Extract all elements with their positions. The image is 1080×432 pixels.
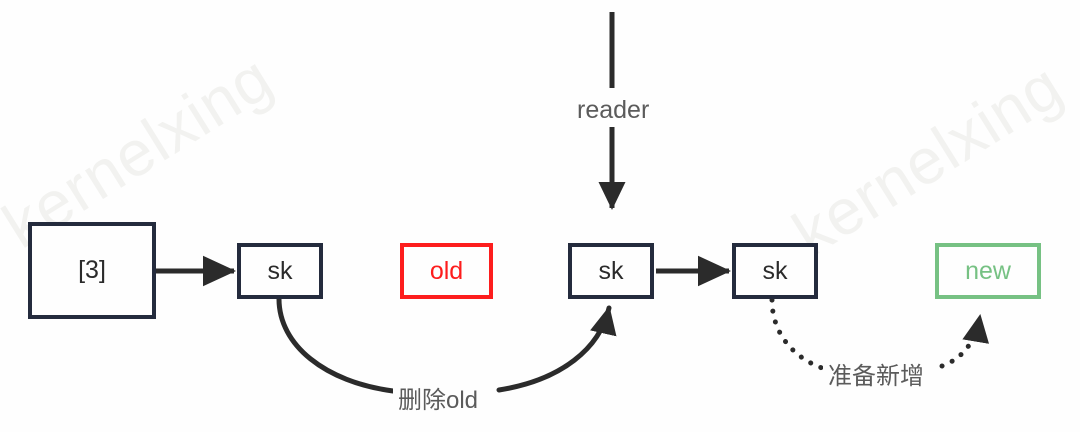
node-sk-2-label: sk bbox=[598, 256, 624, 285]
node-sk-1-label: sk bbox=[267, 256, 293, 285]
edge-sk1-to-sk2-left bbox=[276, 296, 396, 394]
edge-label-reader: reader bbox=[573, 94, 654, 127]
node-sk-3-label: sk bbox=[762, 256, 788, 285]
node-bucket: [3] bbox=[28, 222, 156, 319]
edge-sk3-to-new-left bbox=[769, 297, 825, 371]
node-sk-2: sk bbox=[568, 243, 654, 299]
edge-label-prepare-add: 准备新增 bbox=[823, 355, 929, 392]
edge-sk3-to-new-right bbox=[939, 313, 990, 369]
node-bucket-label: [3] bbox=[78, 256, 106, 284]
node-old-label: old bbox=[429, 256, 464, 285]
edge-sk1-to-sk2-right bbox=[496, 305, 617, 393]
node-new-label: new bbox=[965, 256, 1011, 285]
node-sk-1: sk bbox=[237, 243, 323, 299]
node-old: old bbox=[400, 243, 493, 299]
node-sk-3: sk bbox=[732, 243, 818, 299]
edge-label-delete-old: 删除old bbox=[393, 379, 484, 416]
node-new: new bbox=[935, 243, 1041, 299]
